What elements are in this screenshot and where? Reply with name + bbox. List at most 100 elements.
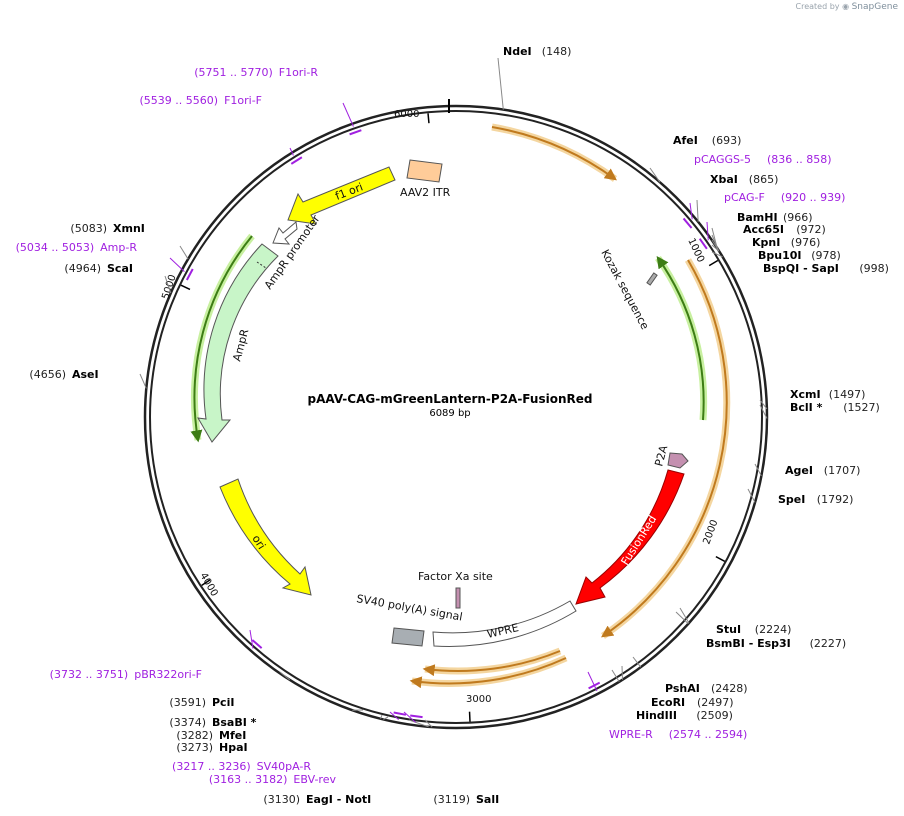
enzyme-site-label: HindIII(2509) [636, 709, 733, 722]
enzyme-name: XbaI [710, 173, 738, 186]
primer-bind-mark [393, 711, 407, 716]
kozak-feature [646, 272, 658, 286]
enzyme-position: (2428) [711, 682, 748, 695]
primer-name: SV40pA-R [257, 760, 312, 773]
primer-name: pCAG-F [724, 191, 765, 204]
leader-line [383, 716, 389, 720]
primer-site-label: WPRE-R(2574 .. 2594) [587, 671, 748, 741]
primer-bind-mark [698, 238, 708, 250]
enzyme-position: (3591) [169, 696, 206, 709]
primer-leader [342, 102, 354, 127]
leader-line [675, 611, 689, 625]
enzyme-position: (3130) [263, 793, 300, 806]
enzyme-name: BsmBI - Esp3I [706, 637, 791, 650]
fusionred-label: FusionRed [619, 513, 660, 567]
backbone-inner [149, 110, 763, 724]
leader-layer [139, 57, 768, 728]
wpre-feature [432, 600, 577, 647]
ampr-inner-mark [256, 261, 267, 269]
tick-mark [715, 555, 726, 563]
primer-range: (3217 .. 3236) [172, 760, 251, 773]
enzyme-name: XmnI [113, 222, 145, 235]
primer-label: pCAGGS-5(836 .. 858) [694, 153, 832, 166]
credit-brand: SnapGene [851, 2, 898, 12]
tick-mark [180, 284, 191, 291]
primer-site-label: (3732 .. 3751) pBR322ori-F [50, 629, 263, 681]
enzyme-name: KpnI [752, 236, 780, 249]
enzyme-position: (966) [783, 211, 813, 224]
orf-arrow-bottom-2-line [409, 657, 567, 689]
enzyme-site-label: NdeI(148) [503, 45, 571, 58]
enzyme-site-label: Bpu10I(978) [758, 249, 841, 262]
primer-name: EBV-rev [293, 773, 336, 786]
primer-range: (2574 .. 2594) [669, 728, 748, 741]
primer-site-label: pCAG-F(920 .. 939) [698, 191, 845, 250]
primer-range: (5751 .. 5770) [194, 66, 273, 79]
tick-label: 6000 [394, 109, 419, 120]
primer-name: pBR322ori-F [134, 668, 202, 681]
primer-label: (3732 .. 3751) pBR322ori-F [50, 668, 202, 681]
leader-line [279, 671, 291, 681]
leader-line [611, 669, 620, 682]
leader-line [164, 275, 172, 294]
leader-line [679, 607, 690, 624]
enzyme-name: NdeI [503, 45, 532, 58]
enzyme-position: (865) [749, 173, 779, 186]
enzyme-site-label: AgeI(1707) [785, 464, 860, 477]
orf-arrow-top [491, 123, 618, 182]
leader-line [408, 719, 429, 728]
leader-line [711, 239, 720, 252]
primer-range: (3732 .. 3751) [50, 668, 129, 681]
primer-name: pCAGGS-5 [694, 153, 751, 166]
enzyme-position: (3282) [176, 729, 213, 742]
aav2-itr-feature [406, 159, 443, 183]
leader-line [711, 244, 720, 252]
enzyme-site-label: SpeI(1792) [778, 493, 853, 506]
tick-label: 2000 [701, 518, 720, 546]
enzyme-site-label: PshAI(2428) [665, 682, 748, 695]
primer-label: (5034 .. 5053)Amp-R [16, 241, 138, 254]
enzyme-site-label: BclI *(1527) [790, 401, 880, 414]
tick-mark [201, 579, 211, 587]
enzyme-position: (3374) [169, 716, 206, 729]
kozak-label: Kozak sequence [598, 247, 651, 332]
primer-site-label: (5539 .. 5560) F1ori-F [140, 94, 303, 165]
enzyme-site-label: (4964) ScaI [64, 262, 133, 275]
enzyme-site-label: AfeI(693) [673, 134, 741, 147]
enzyme-site-label: (3282)MfeI [176, 729, 246, 742]
enzyme-name: PciI [212, 696, 234, 709]
tick-mark [708, 259, 719, 267]
enzyme-site-label: BsmBI - Esp3I (2227) [706, 637, 846, 650]
enzyme-name: HindIII [636, 709, 677, 722]
factor-xa-feature [455, 587, 461, 609]
enzyme-position: (5083) [70, 222, 107, 235]
enzyme-site-label: BspQI - SapI(998) [763, 262, 889, 275]
leader-line [759, 404, 768, 419]
p2a-label: P2A [652, 444, 670, 468]
snapgene-logo-icon: ◉ [842, 2, 850, 11]
primer-label: (3163 .. 3182)EBV-rev [209, 773, 337, 786]
enzyme-name: XcmI [790, 388, 821, 401]
snapgene-credit: Created by ◉ SnapGene [796, 2, 899, 12]
enzyme-name: HpaI [219, 741, 248, 754]
leader-line [649, 167, 661, 183]
enzyme-name: BamHI [737, 211, 778, 224]
enzyme-site-label: (3273)HpaI [176, 741, 247, 754]
primer-name: F1ori-F [224, 94, 262, 107]
primer-site-label: (5751 .. 5770)F1ori-R [194, 66, 362, 136]
enzyme-position: (4964) [64, 262, 101, 275]
enzyme-name: ScaI [107, 262, 133, 275]
annotation-labels: NdeI(148)AfeI(693)XbaI(865)BamHI(966)Acc… [16, 45, 889, 806]
enzyme-name: BspQI - SapI [763, 262, 839, 275]
leader-line [424, 719, 433, 728]
enzyme-position: (2227) [810, 637, 847, 650]
leader-line [754, 463, 762, 477]
enzyme-position: (1497) [829, 388, 866, 401]
tick-label: 5000 [160, 273, 178, 301]
enzyme-position: (2224) [755, 623, 792, 636]
credit-prefix: Created by [795, 2, 840, 11]
primer-range: (5539 .. 5560) [140, 94, 219, 107]
plasmid-name: pAAV-CAG-mGreenLantern-P2A-FusionRed [308, 392, 593, 406]
p2a-feature [667, 452, 689, 469]
leader-line [747, 488, 756, 503]
